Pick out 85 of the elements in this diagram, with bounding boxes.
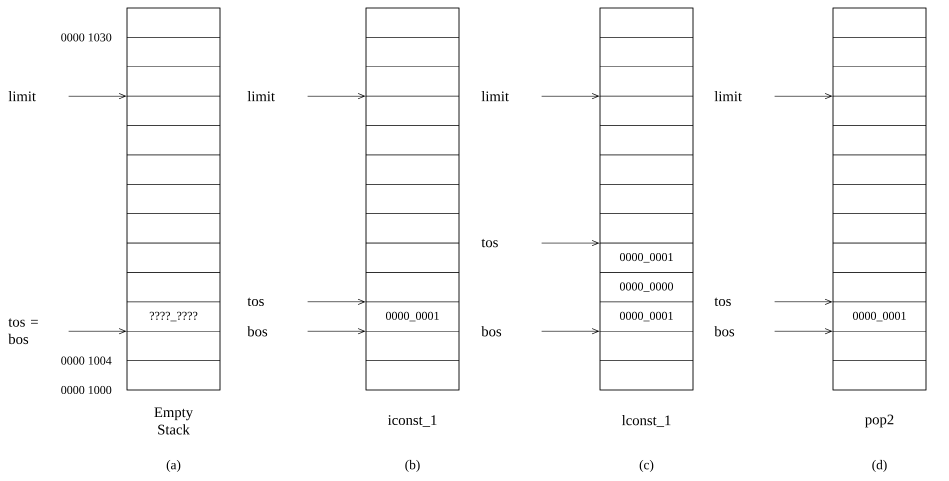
panel-letter: (d) bbox=[872, 460, 887, 472]
stack-cell bbox=[126, 242, 220, 273]
stack-cell bbox=[366, 360, 460, 390]
stack-cell bbox=[832, 272, 926, 302]
stack-cell bbox=[832, 125, 926, 156]
arrow bbox=[541, 93, 600, 100]
panel-letter: (b) bbox=[405, 460, 420, 472]
pointer-label: limit bbox=[714, 91, 742, 102]
stack-cell bbox=[126, 184, 220, 214]
arrow bbox=[68, 93, 127, 100]
stack-cell bbox=[366, 37, 460, 68]
pointer-label: bos bbox=[247, 326, 268, 336]
stack-cell bbox=[366, 66, 460, 96]
stack-cell bbox=[832, 37, 926, 68]
pointer-label: tos bbox=[481, 238, 498, 248]
stack-cell: ????_???? bbox=[126, 302, 220, 332]
stack-cell bbox=[366, 242, 460, 273]
stack-cell bbox=[832, 184, 926, 214]
pointer-label: limit bbox=[8, 91, 36, 102]
stack-cell bbox=[600, 37, 694, 68]
stack-cell: 0000_0001 bbox=[600, 242, 694, 273]
address-label: 0000 1000 bbox=[61, 386, 112, 394]
stack-label: Empty Stack bbox=[154, 407, 194, 435]
stack-label: pop2 bbox=[865, 414, 894, 428]
stack-cell bbox=[832, 242, 926, 273]
stack-cell bbox=[366, 330, 460, 361]
stack-cell bbox=[600, 360, 694, 390]
stack-cell bbox=[366, 184, 460, 214]
stack-cell bbox=[600, 66, 694, 96]
stack-cell: 0000_0001 bbox=[366, 302, 460, 332]
stack-cell bbox=[600, 154, 694, 185]
arrow bbox=[541, 328, 600, 334]
stack-cell bbox=[126, 213, 220, 244]
arrow bbox=[541, 240, 600, 246]
stack-cell bbox=[126, 66, 220, 96]
pointer-label: limit bbox=[248, 91, 275, 102]
stack-cell bbox=[600, 184, 694, 214]
stack-label: iconst_1 bbox=[388, 415, 436, 427]
stack-cell bbox=[832, 8, 926, 38]
pointer-label: bos bbox=[714, 326, 734, 336]
arrow bbox=[68, 328, 127, 334]
address-label: 0000 1004 bbox=[61, 356, 112, 365]
stack-cell bbox=[126, 360, 220, 390]
stack-cell bbox=[126, 330, 220, 361]
pointer-label: limit bbox=[482, 91, 509, 102]
stack-cell bbox=[126, 154, 220, 185]
stack-cell bbox=[600, 125, 694, 156]
stack-cell bbox=[126, 125, 220, 156]
stack-cell bbox=[600, 96, 694, 126]
stack-cell: 0000_0001 bbox=[600, 302, 694, 332]
stack-cell bbox=[832, 154, 926, 185]
stack-cell bbox=[832, 330, 926, 361]
panel-letter: (a) bbox=[166, 460, 180, 472]
arrow bbox=[307, 298, 366, 305]
pointer-label: bos bbox=[481, 326, 502, 336]
stack-cell bbox=[832, 66, 926, 96]
address-label: 0000 1030 bbox=[61, 33, 112, 42]
pointer-label: tos = bos bbox=[8, 318, 38, 344]
stack-label: lconst_1 bbox=[622, 414, 670, 428]
stack-cell bbox=[366, 96, 460, 126]
pointer-label: tos bbox=[247, 298, 264, 306]
arrow bbox=[774, 93, 833, 100]
stack-cell bbox=[366, 272, 460, 302]
arrow bbox=[774, 298, 833, 305]
stack-cell: 0000_0000 bbox=[600, 272, 694, 302]
arrow bbox=[774, 328, 833, 334]
stack-cell bbox=[126, 8, 220, 38]
stack-cell bbox=[126, 272, 220, 302]
stack-cell bbox=[832, 213, 926, 244]
stack-cell bbox=[366, 213, 460, 244]
stack-cell bbox=[600, 330, 694, 361]
stack-cell bbox=[126, 96, 220, 126]
stack-cell bbox=[366, 8, 460, 38]
stack-cell bbox=[366, 154, 460, 185]
stack-cell bbox=[600, 213, 694, 244]
stack-cell bbox=[126, 37, 220, 68]
stack-cell: 0000_0001 bbox=[832, 302, 926, 332]
panel-letter: (c) bbox=[640, 460, 654, 472]
arrow bbox=[307, 93, 366, 100]
stack-cell bbox=[366, 125, 460, 156]
stack-cell bbox=[600, 8, 694, 38]
stack-cell bbox=[832, 360, 926, 390]
arrow bbox=[307, 328, 366, 334]
pointer-label: tos bbox=[714, 298, 731, 306]
stack-cell bbox=[832, 96, 926, 126]
